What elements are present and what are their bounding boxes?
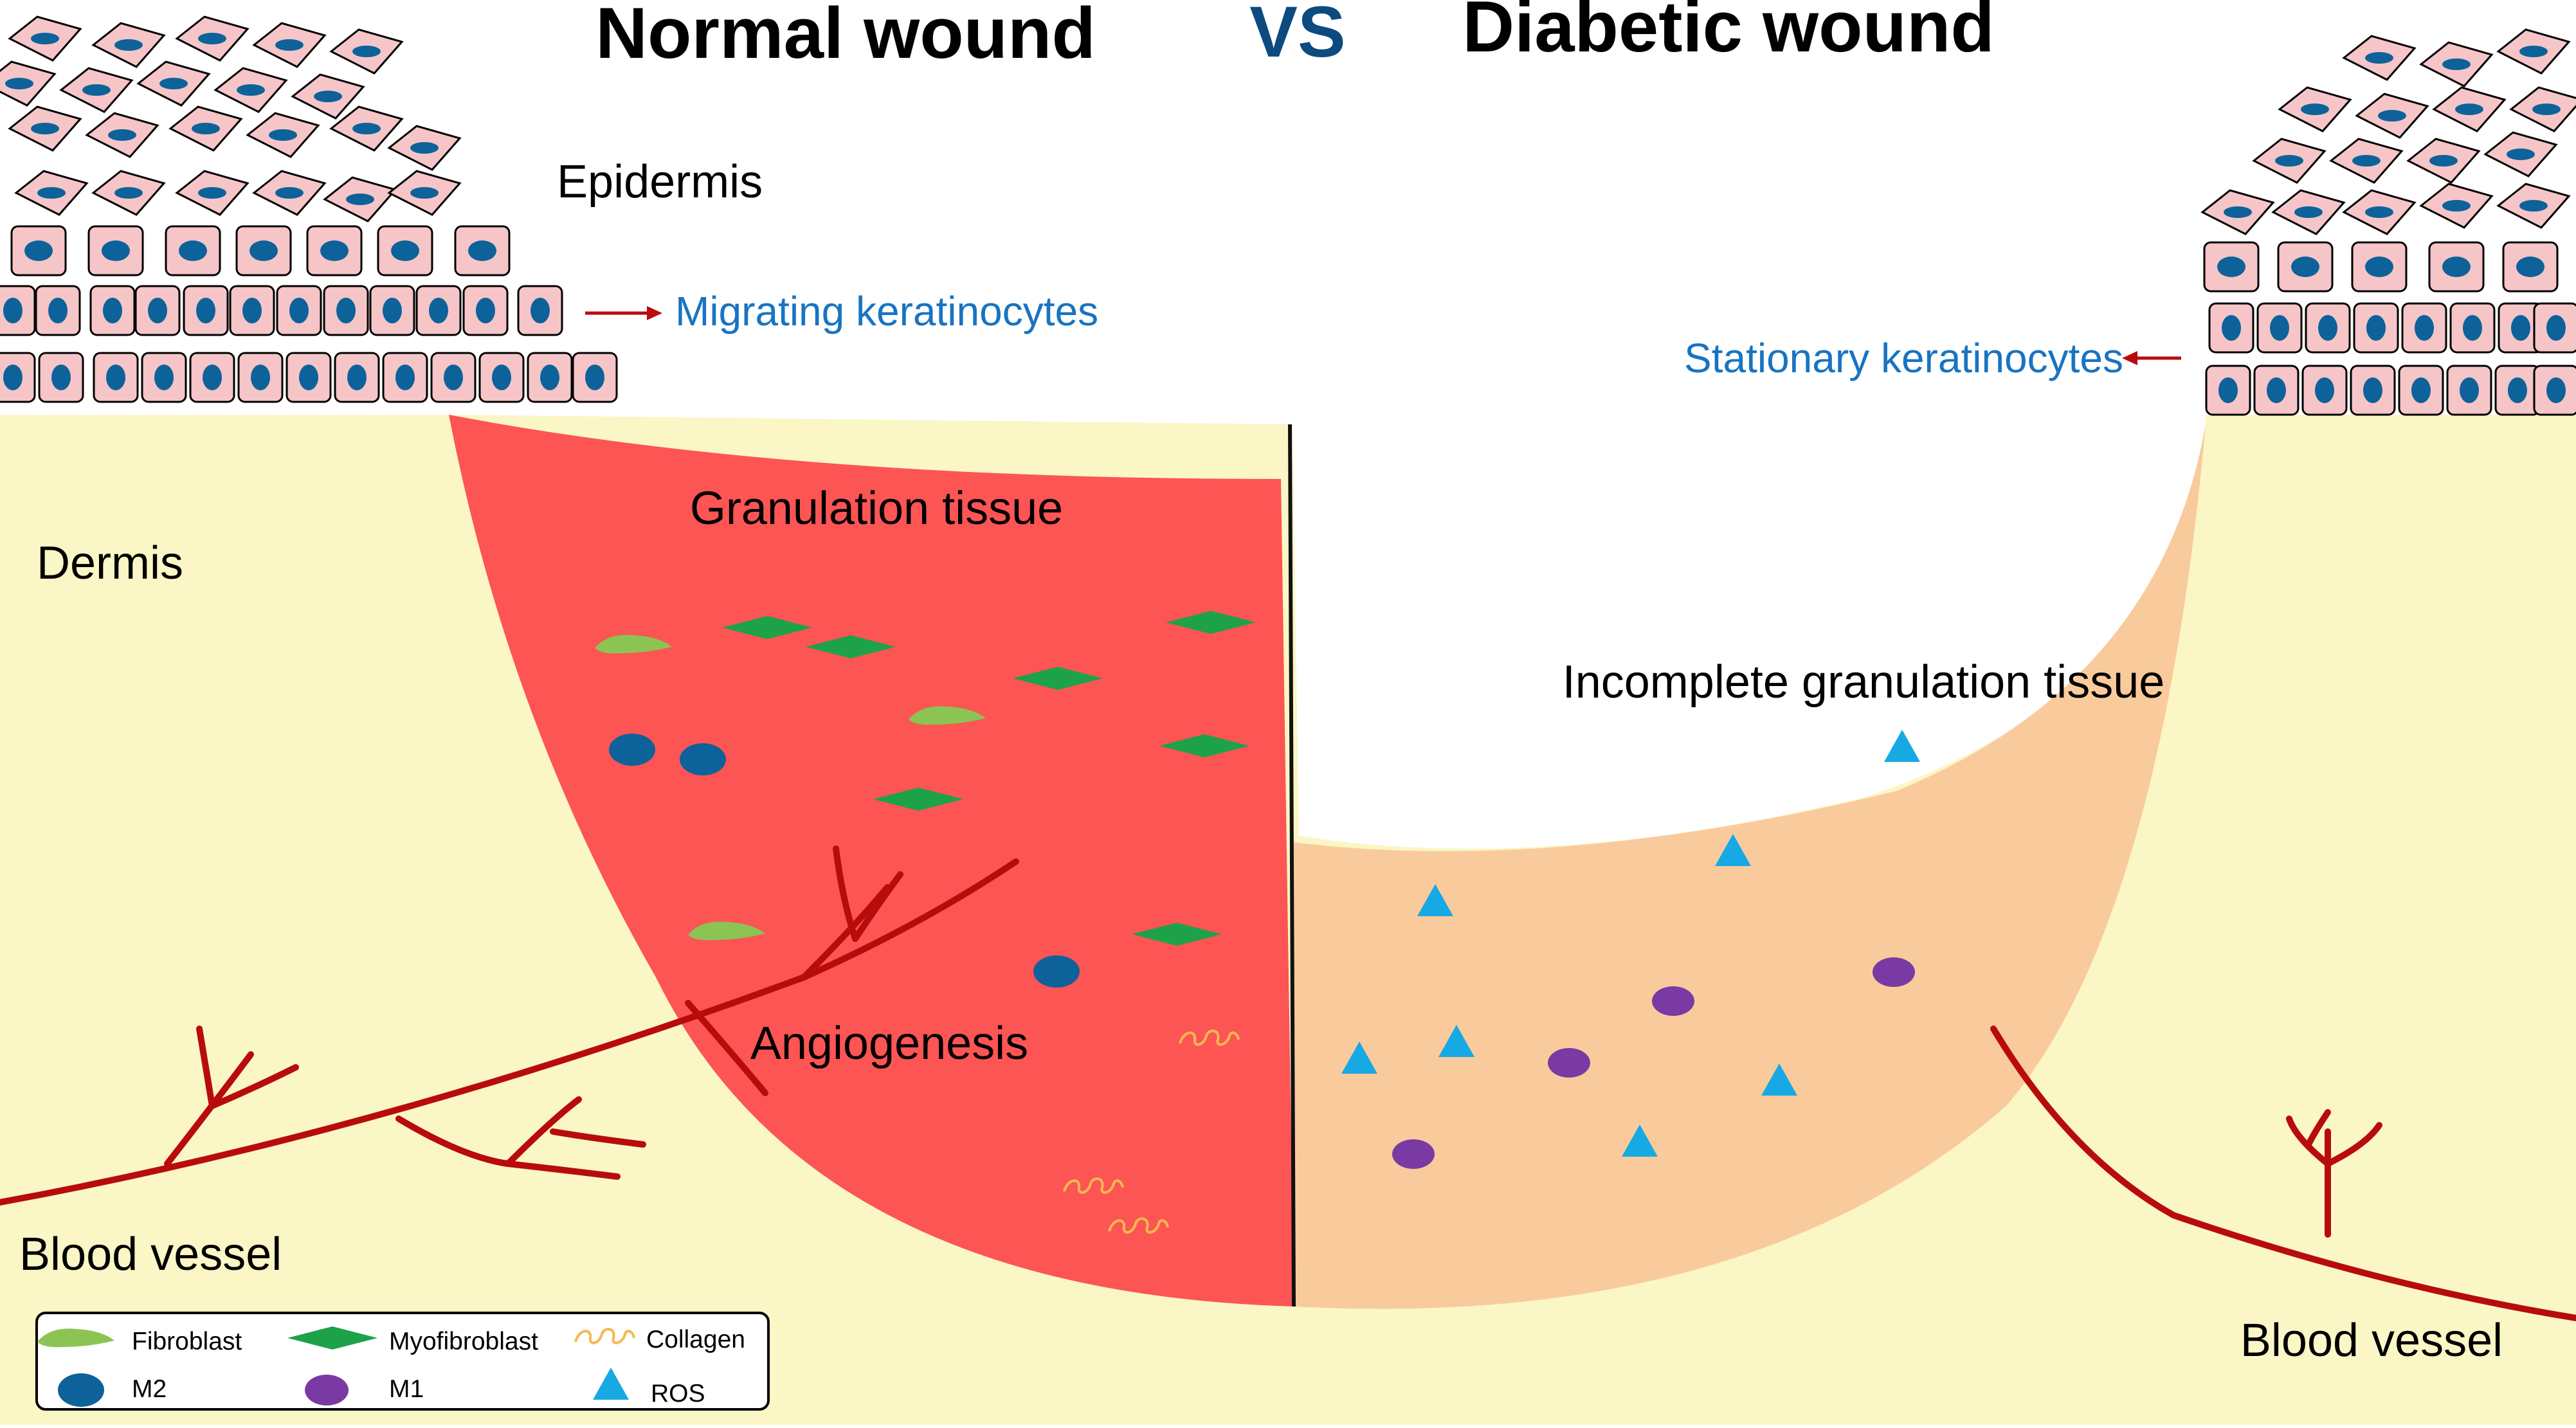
legend-m2-label: M2 — [132, 1375, 167, 1403]
blood-vessel-right — [1990, 1026, 2576, 1321]
title-vs: VS — [1249, 0, 1345, 72]
legend-myofibroblast-label: Myofibroblast — [389, 1328, 538, 1355]
label-dermis: Dermis — [37, 538, 183, 589]
label-blood-vessel-right: Blood vessel — [2240, 1315, 2503, 1366]
label-stationary-keratinocytes: Stationary keratinocytes — [1684, 335, 2123, 381]
title-diabetic-wound: Diabetic wound — [1462, 0, 1995, 67]
center-divider — [1288, 424, 1296, 1307]
title-normal-wound: Normal wound — [595, 0, 1096, 73]
legend-fibroblast-label: Fibroblast — [132, 1328, 242, 1355]
epidermis-right-upper-cells — [2201, 28, 2576, 235]
m1-macrophages — [1392, 957, 1915, 1169]
m2-macrophages — [609, 734, 1080, 988]
legend-m1-swatch — [305, 1375, 349, 1405]
label-granulation-tissue: Granulation tissue — [690, 483, 1063, 534]
granulation-tissue — [449, 415, 1294, 1306]
legend-box — [35, 1312, 770, 1411]
legend-m1-label: M1 — [389, 1375, 424, 1403]
legend: Fibroblast Myofibroblast Collagen M2 M1 … — [35, 1312, 770, 1411]
label-blood-vessel-left: Blood vessel — [19, 1229, 282, 1280]
incomplete-granulation-tissue — [1294, 424, 2206, 1309]
stationary-arrow — [2122, 351, 2181, 365]
legend-m2-swatch — [58, 1373, 104, 1407]
label-angiogenesis: Angiogenesis — [750, 1018, 1028, 1069]
label-incomplete-granulation-tissue: Incomplete granulation tissue — [1563, 656, 2165, 708]
label-epidermis: Epidermis — [557, 156, 763, 208]
legend-collagen-label: Collagen — [646, 1326, 745, 1353]
migrating-arrow — [585, 306, 662, 320]
epidermis-left-upper-cells — [0, 15, 461, 222]
legend-ros-label: ROS — [651, 1380, 705, 1407]
label-migrating-keratinocytes: Migrating keratinocytes — [675, 288, 1098, 334]
blood-vessel-left — [0, 845, 1019, 1206]
wound-bed — [450, 415, 2206, 849]
epidermis-right-basal-cells — [2203, 241, 2576, 416]
epidermis-left-basal-cells — [0, 225, 618, 403]
